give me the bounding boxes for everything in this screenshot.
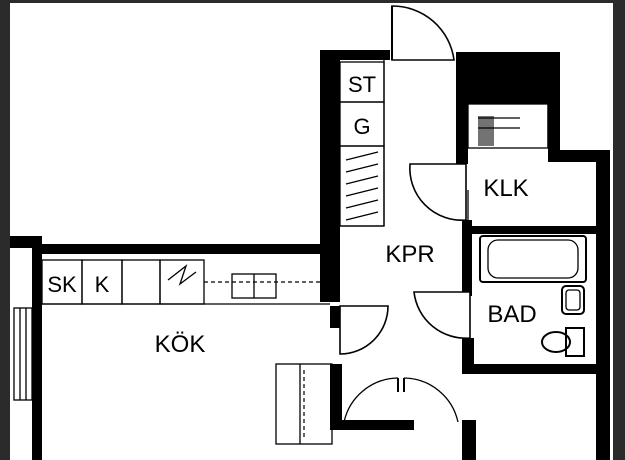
toilet <box>541 327 585 357</box>
fixture-wardrobe <box>478 116 520 146</box>
fixture-label-k: K <box>95 272 110 297</box>
fixture-label-sk: SK <box>47 272 77 297</box>
fixture-label-st: ST <box>348 72 376 97</box>
room-label-klk: KLK <box>483 175 528 202</box>
fixture-label-g: G <box>353 114 370 139</box>
bathtub <box>479 235 587 283</box>
room-label-bad: BAD <box>487 301 536 328</box>
doors <box>339 5 471 423</box>
sink <box>561 285 585 315</box>
walls <box>10 50 610 460</box>
top-dark-strip <box>10 0 613 3</box>
room-label-kok: KÖK <box>155 331 206 358</box>
fixture-shelves <box>345 151 379 221</box>
window-left <box>13 307 33 401</box>
partitions <box>41 60 549 305</box>
stove-symbol <box>167 264 197 286</box>
room-label-kpr: KPR <box>385 241 434 268</box>
wardrobe-lower <box>275 363 333 445</box>
